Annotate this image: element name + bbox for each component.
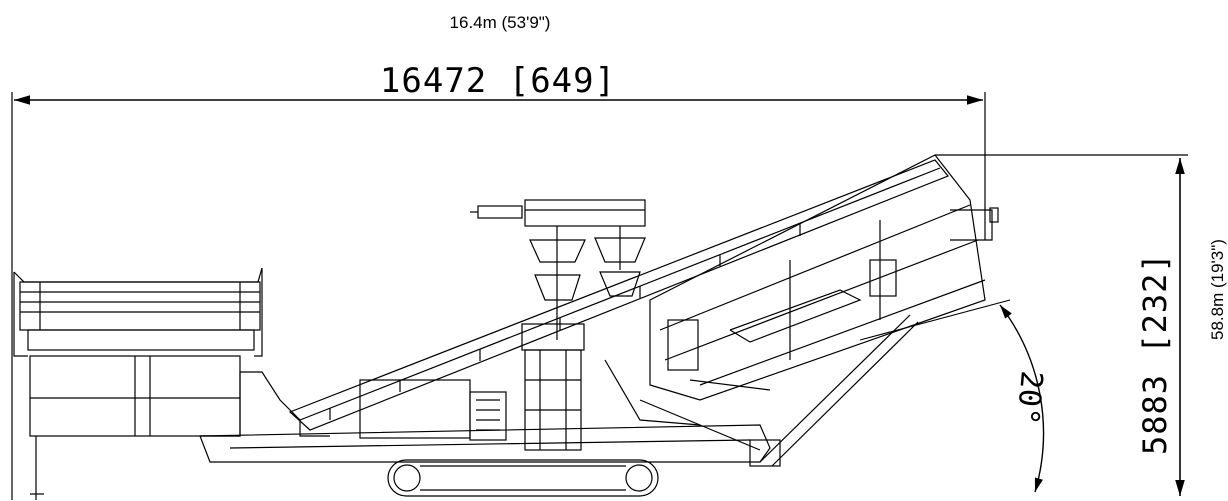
feed-hopper	[13, 267, 263, 500]
angle-dimension: 20°	[859, 299, 1049, 493]
main-conveyor	[288, 159, 949, 431]
length-metric-label: 16.4m (53'9")	[449, 13, 551, 32]
chassis	[199, 359, 771, 463]
length-dimension-text: 16472 [649]	[380, 61, 616, 101]
crawler-tracks	[387, 459, 659, 497]
side-conveyor-mast	[470, 199, 646, 451]
length-dimension: 16472 [649]	[11, 61, 986, 500]
height-dimension: 5883 [232]	[935, 154, 1188, 496]
screener-machine	[13, 154, 999, 500]
height-dimension-text: 5883 [232]	[1136, 252, 1174, 455]
angle-dimension-text: 20°	[1009, 369, 1049, 426]
screen-support-legs	[639, 314, 919, 467]
screen-box	[649, 154, 999, 401]
